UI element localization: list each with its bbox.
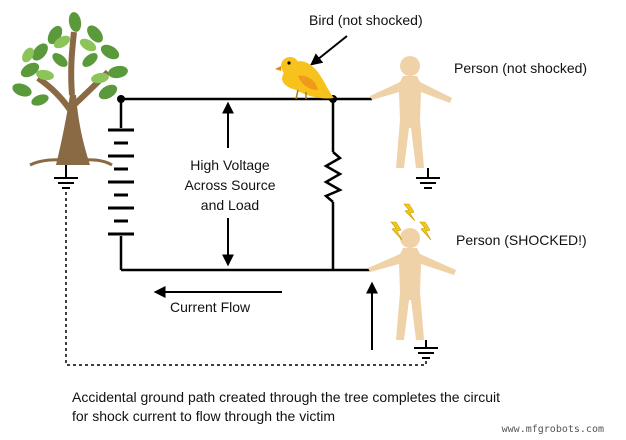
tree-ground-symbol bbox=[54, 165, 78, 189]
high-voltage-label-line-3: and Load bbox=[200, 197, 260, 213]
high-voltage-label: High Voltage Across Source and Load bbox=[160, 155, 300, 215]
shock-bolt-icons bbox=[390, 203, 432, 241]
person-not-shocked-label: Person (not shocked) bbox=[454, 60, 588, 76]
bird-label: Bird (not shocked) bbox=[309, 12, 423, 28]
junction-dot-left bbox=[117, 95, 125, 103]
caption-line-1: Accidental ground path created through t… bbox=[72, 389, 501, 405]
current-flow-label: Current Flow bbox=[170, 299, 251, 315]
high-voltage-label-line-2: Across Source bbox=[184, 177, 276, 193]
caption-line-2: for shock current to flow through the vi… bbox=[72, 408, 335, 424]
person-not-shocked-icon bbox=[370, 56, 452, 168]
high-voltage-label-line-1: High Voltage bbox=[190, 157, 270, 173]
watermark: www.mfgrobots.com bbox=[501, 424, 604, 435]
battery-source-symbol bbox=[108, 128, 134, 236]
person-not-shocked-ground bbox=[416, 168, 440, 189]
caption: Accidental ground path created through t… bbox=[72, 388, 500, 426]
accidental-ground-path bbox=[65, 192, 427, 366]
person-shocked-label: Person (SHOCKED!) bbox=[456, 232, 587, 248]
bird-icon bbox=[275, 57, 334, 100]
tree-icon bbox=[12, 12, 128, 167]
person-shocked-icon bbox=[368, 228, 456, 340]
resistor-load-symbol bbox=[323, 151, 343, 203]
person-shocked-ground bbox=[414, 340, 438, 359]
bird-pointer-arrow bbox=[310, 35, 348, 66]
